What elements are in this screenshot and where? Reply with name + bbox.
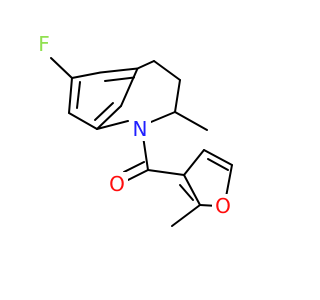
- bond-c2-methyl: [174, 111, 208, 131]
- bond-c4f-c5f: [203, 149, 233, 166]
- bond-c5f-of: [225, 164, 233, 198]
- bond-c8-c7-inner: [76, 81, 81, 109]
- bond-carbonyl-c3f: [147, 169, 185, 176]
- bond-c4f-c5f-inner: [207, 158, 229, 171]
- bond-c4-c3: [153, 60, 181, 81]
- bond-c3f-c4f: [183, 149, 205, 176]
- atom-fluorine: F: [38, 32, 50, 56]
- atom-nitrogen: N: [133, 117, 148, 141]
- molecule-canvas: F N O O: [38, 32, 233, 227]
- bond-n1-c8a: [96, 120, 129, 130]
- bond-c4a-c4: [136, 60, 155, 70]
- bond-c3-c2: [174, 79, 181, 113]
- bond-c5-c6: [99, 67, 139, 74]
- atom-carbonyl-oxygen: O: [109, 172, 125, 196]
- bond-n1-carbonyl: [142, 135, 149, 171]
- bond-c2f-c3f-inner: [179, 184, 194, 201]
- atom-furan-oxygen: O: [215, 194, 231, 218]
- bond-c2-n1: [150, 111, 176, 123]
- bond-c2f-c3f: [183, 174, 201, 206]
- bond-c8-c7: [68, 77, 73, 114]
- bond-c8a-c8: [68, 112, 98, 130]
- bond-c4a-c5: [120, 67, 139, 107]
- bond-c7-c6: [71, 71, 102, 79]
- bond-carbonyl-o-double: [123, 161, 145, 173]
- bond-c4a-c8a-inner: [94, 102, 114, 121]
- chemical-structure: F N O O: [38, 32, 233, 227]
- bond-c6-f: [50, 57, 73, 79]
- bond-c4a-c8a: [96, 105, 122, 130]
- bond-c5-c6-inner: [104, 76, 135, 82]
- bond-carbonyl-o: [127, 169, 149, 181]
- bond-c2f-methyl: [171, 204, 201, 227]
